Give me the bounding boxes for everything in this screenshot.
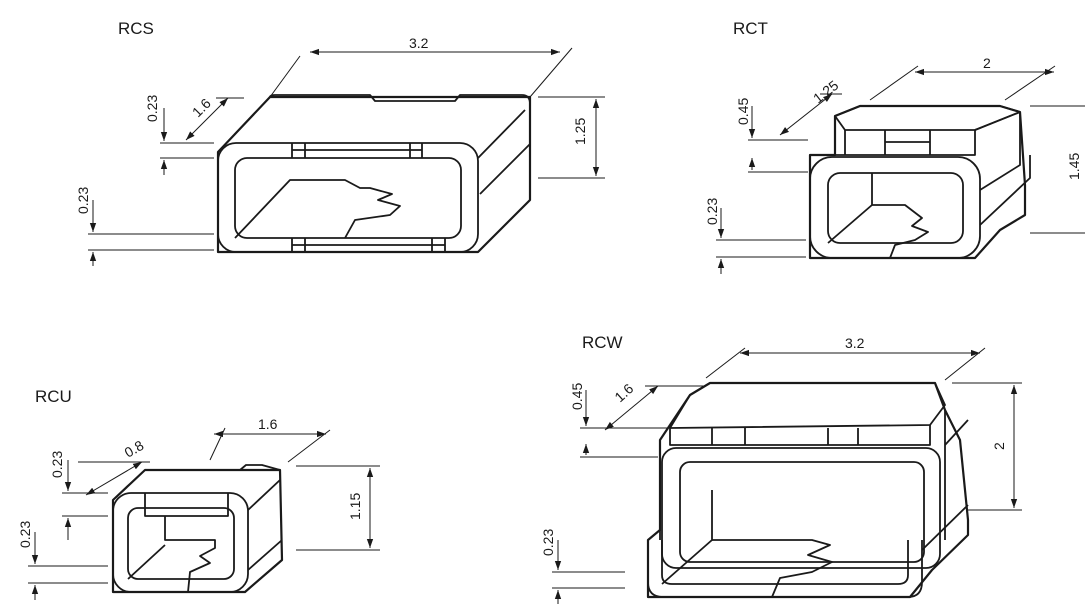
rcu-body (111, 464, 284, 594)
rcu-width-label: 0.8 (122, 437, 147, 461)
rcu-drawing: RCU 1.6 0.8 1.15 (17, 387, 380, 600)
rct-length-label: 2 (983, 55, 991, 71)
rcs-drawing: RCS 3.2 1.6 1.25 (75, 19, 605, 266)
rcw-title: RCW (582, 333, 623, 352)
rct-body (808, 104, 1031, 260)
rcw-height-label: 2 (991, 442, 1007, 450)
rcw-width-label: 1.6 (611, 380, 636, 405)
rcu-title: RCU (35, 387, 72, 406)
rct-title: RCT (733, 19, 768, 38)
rcs-top-terminal-label: 0.23 (144, 95, 160, 122)
rct-bottom-terminal-label: 0.23 (704, 198, 720, 225)
rcu-height-label: 1.15 (347, 493, 363, 520)
rcu-length-label: 1.6 (258, 416, 278, 432)
rcs-length-label: 3.2 (409, 35, 429, 51)
rct-height-label: 1.45 (1066, 153, 1082, 180)
rcu-top-terminal-label: 0.23 (49, 451, 65, 478)
rct-width-label: 1.25 (810, 77, 841, 107)
rcu-bottom-terminal-label: 0.23 (17, 521, 33, 548)
rcw-drawing: RCW 3.2 1.6 (540, 333, 1022, 604)
rcs-body (216, 94, 532, 254)
rcw-top-terminal-label: 0.45 (569, 383, 585, 410)
rcs-height-label: 1.25 (572, 118, 588, 145)
rcw-body (646, 381, 970, 599)
rct-drawing: RCT 2 1.25 1.45 (704, 19, 1085, 274)
rcs-bottom-terminal-label: 0.23 (75, 187, 91, 214)
rcw-bottom-terminal-label: 0.23 (540, 529, 556, 556)
rcs-title: RCS (118, 19, 154, 38)
rcw-length-label: 3.2 (845, 335, 865, 351)
rct-top-terminal-label: 0.45 (735, 98, 751, 125)
